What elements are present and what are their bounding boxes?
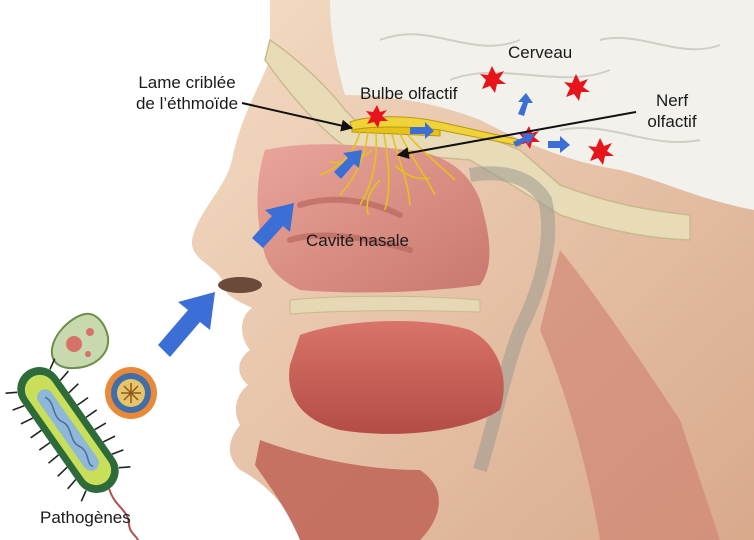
- nasal-cavity: [257, 144, 490, 293]
- label-lame-line2: de l’éthmoïde: [135, 94, 239, 113]
- pathogen-route-arrows: [158, 93, 570, 357]
- arrow-icon: [518, 93, 533, 116]
- pathogen-bacterium-icon: [5, 358, 140, 540]
- arrow-icon: [548, 136, 570, 153]
- star-icon: [564, 74, 590, 101]
- brain-gyri: [379, 33, 721, 144]
- label-cavite-nasale: Cavité nasale: [306, 231, 410, 250]
- pathogen-virus-icon: [105, 367, 157, 419]
- label-bulbe-olfactif: Bulbe olfactif: [360, 84, 458, 103]
- arrow-icon: [513, 133, 535, 147]
- label-nerf-olfactif: Nerf olfactif: [636, 90, 708, 132]
- nostril: [218, 277, 262, 293]
- label-nerf-line2: olfactif: [647, 112, 697, 131]
- label-lame-line1: Lame criblée: [138, 73, 236, 92]
- pathogen-protozoa-icon: [50, 312, 110, 370]
- olfactory-nerve-fibers: [319, 131, 456, 216]
- neck-muscle: [540, 250, 720, 540]
- arrow-icon: [158, 292, 215, 357]
- lower-jaw-muscle: [255, 440, 439, 540]
- star-icon: [366, 105, 388, 128]
- label-nerf-line1: Nerf: [655, 91, 689, 110]
- star-icon: [588, 138, 614, 165]
- palate: [289, 295, 481, 315]
- nasal-conchae: [287, 196, 413, 253]
- arrow-icon: [252, 203, 294, 248]
- label-lame-criblee: Lame criblée de l’éthmoïde: [122, 72, 252, 114]
- arrow-icon: [334, 150, 362, 179]
- leader-line-lame: [241, 102, 354, 132]
- brain-region: [330, 0, 754, 210]
- tongue: [289, 320, 504, 434]
- star-icon: [480, 66, 506, 93]
- arrow-icon: [410, 122, 434, 139]
- label-pathogenes: Pathogènes: [40, 508, 131, 527]
- label-cerveau: Cerveau: [508, 43, 573, 62]
- leader-line-nerf: [396, 111, 637, 159]
